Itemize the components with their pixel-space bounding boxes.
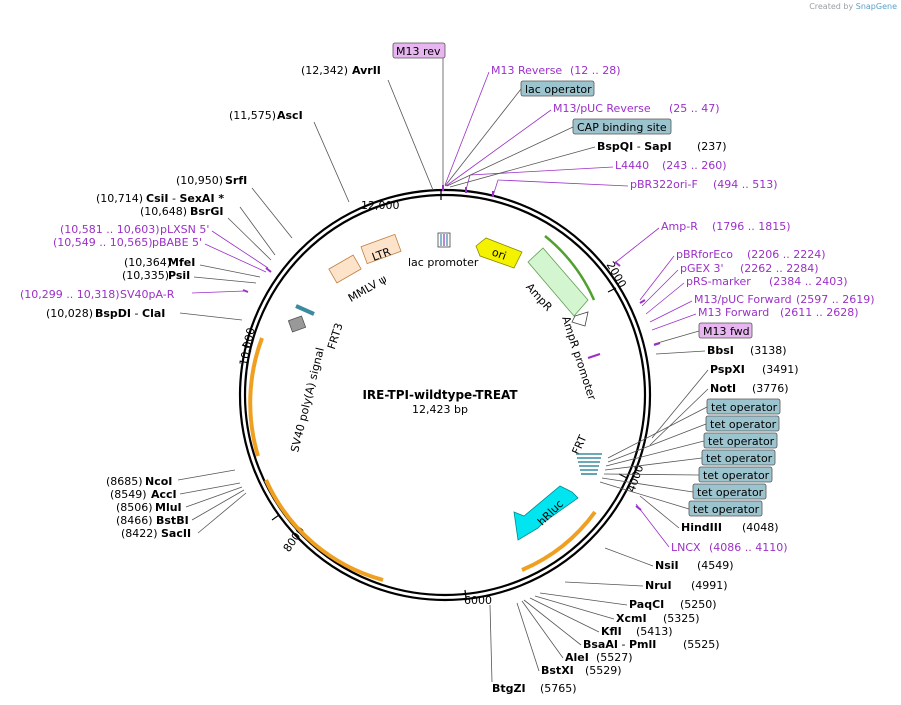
primer-m13-forward: M13 Forward(2611 .. 2628) [698,306,859,319]
site-sacii: (8422)SacII [121,527,191,540]
primer-amp-r: Amp-R(1796 .. 1815) [661,220,791,233]
ori-label: ori [490,246,508,263]
primer-prs-marker: pRS-marker(2384 .. 2403) [686,275,848,288]
site-alei: AleI(5527) [565,651,633,664]
plasmid-size: 12,423 bp [412,403,468,416]
feature-frt3: FRT3 SV40 poly(A) signal [287,304,346,454]
credit-brand: SnapGene [855,2,897,11]
tick-4000: 4000 [625,463,647,494]
tick-marks [241,190,628,599]
ltr-label: LTR [370,245,393,264]
site-bsrgi: (10,648)BsrGI [140,205,223,218]
orf-arc-left [248,337,264,457]
site-noti: NotI(3776) [710,382,789,395]
site-nsii: NsiI(4549) [655,559,734,572]
site-bspqi: BspQI - SapI(237) [597,140,727,153]
lac-operator-label: lac operator [525,83,592,96]
site-mfei: (10,364)MfeI [124,256,195,269]
m13-fwd-box: M13 fwd [653,322,753,345]
site-bbsi: BbsI(3138) [707,344,787,357]
left-sites: (12,342)AvrII (11,575)AscI (10,950)SrfI … [46,64,434,540]
orf-arc-bottom [264,479,384,582]
site-bstxi: BstXI(5529) [541,664,622,677]
snapgene-credit: Created by SnapGene [809,2,897,11]
tet-operator-boxes: tet operator tet operator tet operator t… [599,398,781,517]
site-csii: (10,714)CsiI - SexAI * [96,192,224,205]
primer-l4440: L4440(243 .. 260) [615,159,727,172]
primer-pgex-3: pGEX 3'(2262 .. 2284) [680,262,819,275]
feature-mmlv-psi: MMLV ψ [346,272,389,304]
tet-operator-7: tet operator [693,503,760,516]
primer-sv40pa-r: (10,299 .. 10,318)SV40pA-R [20,288,175,301]
tet-operator-6: tet operator [697,486,764,499]
tet-operator-4: tet operator [706,452,773,465]
feature-ltr: LTR [328,233,402,284]
site-hindiii: HindIII(4048) [681,521,779,534]
primer-plxsn-5: (10,581 .. 10,603)pLXSN 5' [60,223,209,236]
backbone-inner [243,193,647,597]
tick-6000: 6000 [464,594,492,607]
tick-12000: 12,000 [361,199,400,212]
site-bstbi: (8466)BstBI [116,514,189,527]
site-pspxi: PspXI(3491) [710,363,799,376]
tet-operator-5: tet operator [703,469,770,482]
frt-label: FRT [569,433,589,457]
tet-operator-1: tet operator [711,401,778,414]
m13-fwd-label: M13 fwd [703,325,750,338]
site-ncoi: (8685)NcoI [106,475,172,488]
site-nrui: NruI(4991) [645,579,728,592]
m13-rev-box: M13 rev [392,42,446,185]
feature-ampr: AmpR AmpR promoter [523,247,599,403]
right-sites: BspQI - SapI(237) BbsI(3138) PspXI(3491)… [449,140,799,695]
feature-hrluc: hRluc [513,485,579,541]
sv40-label: SV40 poly(A) signal [288,346,327,453]
right-primers: M13 Reverse(12 .. 28) M13/pUC Reverse(25… [444,64,875,554]
primer-m13-puc-forward: M13/pUC Forward(2597 .. 2619) [694,293,875,306]
left-primers: (10,581 .. 10,603)pLXSN 5' (10,549 .. 10… [20,223,269,301]
tet-operator-2: tet operator [710,418,777,431]
primer-pbrforeco: pBRforEco(2206 .. 2224) [676,248,826,261]
site-mlui: (8506)MluI [116,501,182,514]
tet-operator-3: tet operator [708,435,775,448]
site-bsaai: BsaAI - PmlI(5525) [583,638,720,651]
orf-arc-right [521,510,597,572]
primer-pbr322ori-f: pBR322ori-F(494 .. 513) [630,178,778,191]
feature-lac-promoter: lac promoter [408,232,479,269]
site-kfli: KflI(5413) [601,625,673,638]
primer-pbabe-5: (10,549 .. 10,565)pBABE 5' [53,236,202,249]
primer-m13-reverse: M13 Reverse(12 .. 28) [491,64,621,77]
site-acci: (8549)AccI [110,488,177,501]
cap-box: CAP binding site [446,118,672,187]
feature-frt: FRT [569,433,602,475]
ampr-promoter-label: AmpR promoter [559,315,599,403]
ampr-orf-arrow [544,235,596,301]
primer-m13-puc-reverse: M13/pUC Reverse(25 .. 47) [553,102,720,115]
site-bspdi: (10,028)BspDI - ClaI [46,307,165,320]
tick-8000: 8000 [281,524,308,554]
site-avrii: (12,342)AvrII [301,64,381,77]
site-asci: (11,575)AscI [229,109,303,122]
site-psii: (10,335)PsiI [122,269,190,282]
feature-marks [242,185,661,511]
lac-promoter-label: lac promoter [408,256,479,269]
site-paqci: PaqCI(5250) [629,598,717,611]
cap-label: CAP binding site [577,121,667,134]
plasmid-name: IRE-TPI-wildtype-TREAT [362,388,518,402]
m13-rev-label: M13 rev [396,45,441,58]
site-xcmi: XcmI(5325) [616,612,700,625]
credit-prefix: Created by [809,2,854,11]
primer-lncx: LNCX(4086 .. 4110) [671,541,788,554]
feature-ori: ori [475,237,523,269]
backbone-outer [238,188,652,602]
frt3-label: FRT3 [325,321,346,351]
lac-operator-box: lac operator [444,80,595,187]
site-btgzi: BtgZI(5765) [492,682,577,695]
site-srfi: (10,950)SrfI [176,174,247,187]
